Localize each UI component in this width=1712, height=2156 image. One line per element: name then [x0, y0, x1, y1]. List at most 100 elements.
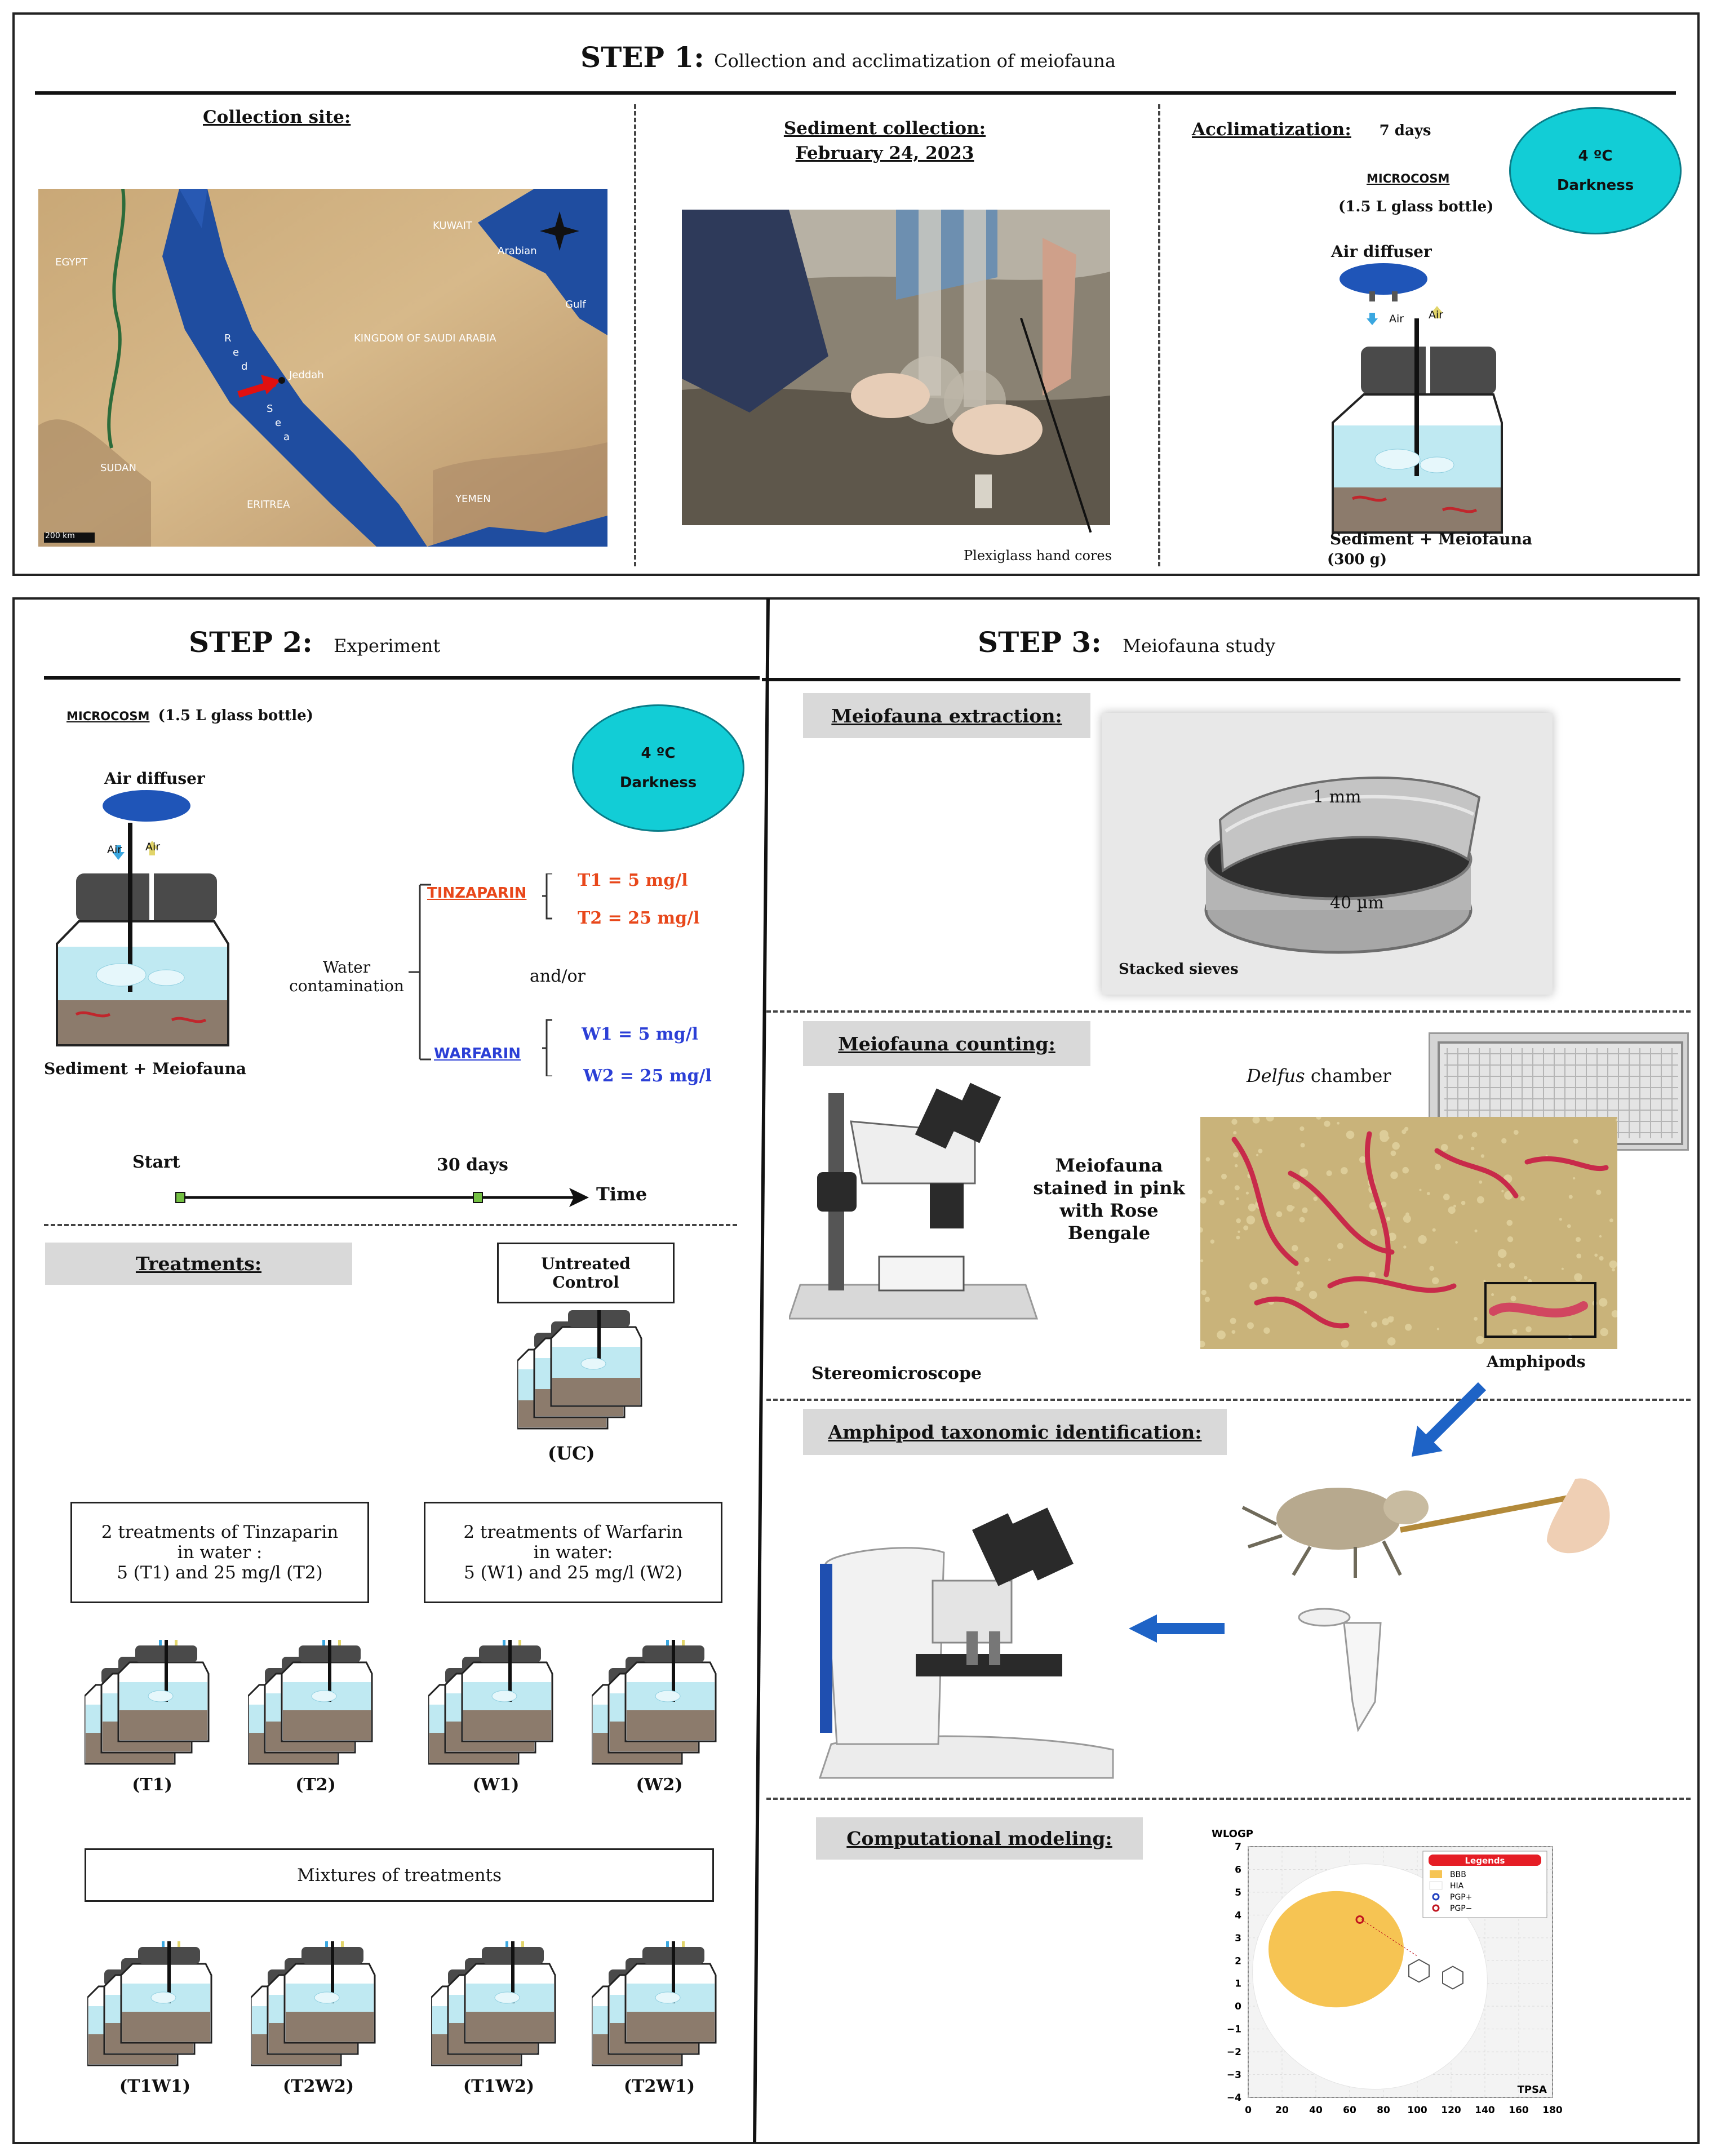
microcosm-stack-icon [250, 1940, 376, 2066]
map-label-kuwait: KUWAIT [433, 220, 472, 232]
stained-meiofauna-photo [1200, 1117, 1617, 1349]
y-axis-title: WLOGP [1212, 1828, 1253, 1840]
amphipod-tweezers-illustration [1241, 1478, 1610, 1578]
and-or-label: and/or [530, 966, 586, 986]
timeline-arrow [175, 1188, 589, 1207]
untreated-control-box: Untreated Control [497, 1243, 675, 1303]
step1-rule [35, 91, 1676, 95]
mixtures-heading: Mixtures of treatments [85, 1848, 714, 1902]
x-tick-label: 20 [1275, 2105, 1289, 2116]
x-tick-label: 0 [1245, 2105, 1252, 2116]
warf-box-line1: 2 treatments of Warfarin [463, 1522, 683, 1542]
warf-box-line2: in water: [533, 1542, 613, 1563]
bbb-region [1269, 1891, 1404, 2008]
legend-swatch-bbb [1430, 1870, 1442, 1878]
stain-line1: Meiofauna [1055, 1155, 1163, 1176]
control-code: (UC) [548, 1443, 595, 1464]
x-tick-label: 40 [1309, 2105, 1323, 2116]
map-image: EGYPT KUWAIT Arabian Gulf KINGDOM OF SAU… [38, 189, 607, 547]
sea-letter-d: d [241, 361, 248, 372]
y-tick-label: 0 [1235, 2001, 1241, 2012]
tinz-box-line1: 2 treatments of Tinzaparin [101, 1522, 339, 1542]
map-label-jeddah: Jeddah [289, 369, 324, 381]
microcosm-stack-icon [86, 1940, 212, 2066]
treatment-code: (T2W2) [282, 2077, 354, 2096]
legend-swatch-pgp-plus [1432, 1893, 1440, 1901]
step1-divider-2 [1158, 104, 1160, 566]
y-tick-label: −1 [1227, 2024, 1241, 2035]
warfarin-label: WARFARIN [434, 1045, 521, 1062]
step2-sediment-label: Sediment + Meiofauna [44, 1059, 247, 1078]
stain-line2: stained in pink [1033, 1177, 1185, 1199]
bottle-label: (1.5 L glass bottle) [1338, 198, 1494, 215]
y-tick-label: 4 [1235, 1910, 1241, 1921]
step1-title: STEP 1 [580, 41, 694, 74]
map-scale: 200 km [45, 531, 75, 540]
map-label-yemen: YEMEN [455, 493, 491, 505]
microcosm-stack-icon [427, 1639, 553, 1765]
air-diffuser-icon [1340, 263, 1427, 295]
microcosm-stack-icon [591, 1940, 717, 2066]
step2-microcosm: MICROCOSM [66, 709, 150, 723]
y-tick-label: 5 [1235, 1887, 1241, 1898]
acclimatization-microcosm [1332, 263, 1503, 534]
treatments-heading: Treatments: [45, 1243, 352, 1285]
step3-subtitle: Meiofauna study [1123, 635, 1276, 656]
tinzaparin-label: TINZAPARIN [427, 885, 527, 902]
y-tick-label: 6 [1235, 1864, 1241, 1875]
modeling-heading: Computational modeling: [816, 1817, 1143, 1860]
step2-microcosm-row: MICROCOSM (1.5 L glass bottle) [66, 707, 313, 724]
timeline-end: 30 days [437, 1155, 508, 1175]
control-line2: Control [552, 1273, 619, 1292]
air-label-left: Air [1389, 313, 1404, 325]
treatment-group-3: (W2) [591, 1639, 727, 1803]
water-contamination: Water contamination [279, 958, 414, 995]
amphipods-label: Amphipods [1487, 1352, 1586, 1371]
collection-site-heading: Collection site: [203, 107, 351, 127]
y-tick-label: −3 [1227, 2070, 1241, 2081]
step2-rule [44, 676, 760, 680]
x-tick-label: 140 [1475, 2105, 1495, 2116]
treatment-code: (T2W1) [623, 2077, 695, 2096]
w2-dose: W2 = 25 mg/l [583, 1066, 712, 1086]
legend-item-label: PGP+ [1450, 1893, 1472, 1902]
counting-heading: Meiofauna counting: [803, 1021, 1090, 1066]
mixture-group-3: (T2W1) [591, 1940, 727, 2105]
stain-line3: with Rose [1059, 1200, 1159, 1221]
delfus-italic: Delfus [1247, 1065, 1305, 1086]
control-microcosms [517, 1310, 642, 1430]
map-label-arabian: Arabian [498, 245, 537, 257]
mixture-group-2: (T1W2) [430, 1940, 566, 2105]
arrow-left-icon [1129, 1614, 1225, 1643]
step2-air-diffuser-icon [103, 790, 190, 822]
water-contamination-1: Water [322, 958, 371, 977]
treatment-group-1: (T2) [247, 1639, 383, 1803]
eppendorf-tube-illustration [1298, 1608, 1382, 1733]
sieves-caption: Stacked sieves [1119, 961, 1239, 978]
microcosm-stack-icon [247, 1639, 373, 1765]
step2-air-left: Air [107, 844, 122, 856]
step1-divider-1 [634, 104, 636, 566]
step2-air-diffuser-label: Air diffuser [104, 769, 205, 788]
step3-title: STEP 3 [978, 625, 1092, 659]
step3-heading: STEP 3: Meiofauna study [978, 625, 1276, 659]
microcosm-stack-icon [83, 1639, 210, 1765]
step2-heading: STEP 2: Experiment [189, 625, 441, 659]
y-tick-label: 1 [1235, 1978, 1241, 1990]
microcosm-stack-icon [591, 1639, 717, 1765]
legend-swatch-hia [1429, 1881, 1443, 1890]
timeline-start: Start [132, 1152, 180, 1172]
x-tick-label: 80 [1377, 2105, 1390, 2116]
red-sea-map [38, 189, 607, 547]
sea-letter-r: R [224, 332, 232, 344]
treatment-group-0: (T1) [83, 1639, 220, 1803]
step3-dashed-2 [766, 1399, 1691, 1401]
treatment-code: (T1) [132, 1775, 172, 1795]
sediment-date: February 24, 2023 [795, 143, 974, 163]
treatment-code: (T2) [295, 1775, 336, 1795]
sediment-heading: Sediment collection: [783, 118, 986, 139]
step3-dashed-1 [766, 1010, 1691, 1013]
x-tick-label: 160 [1509, 2105, 1529, 2116]
sea-letter-e2: e [275, 417, 282, 429]
mesh-1mm: 1 mm [1313, 787, 1361, 807]
